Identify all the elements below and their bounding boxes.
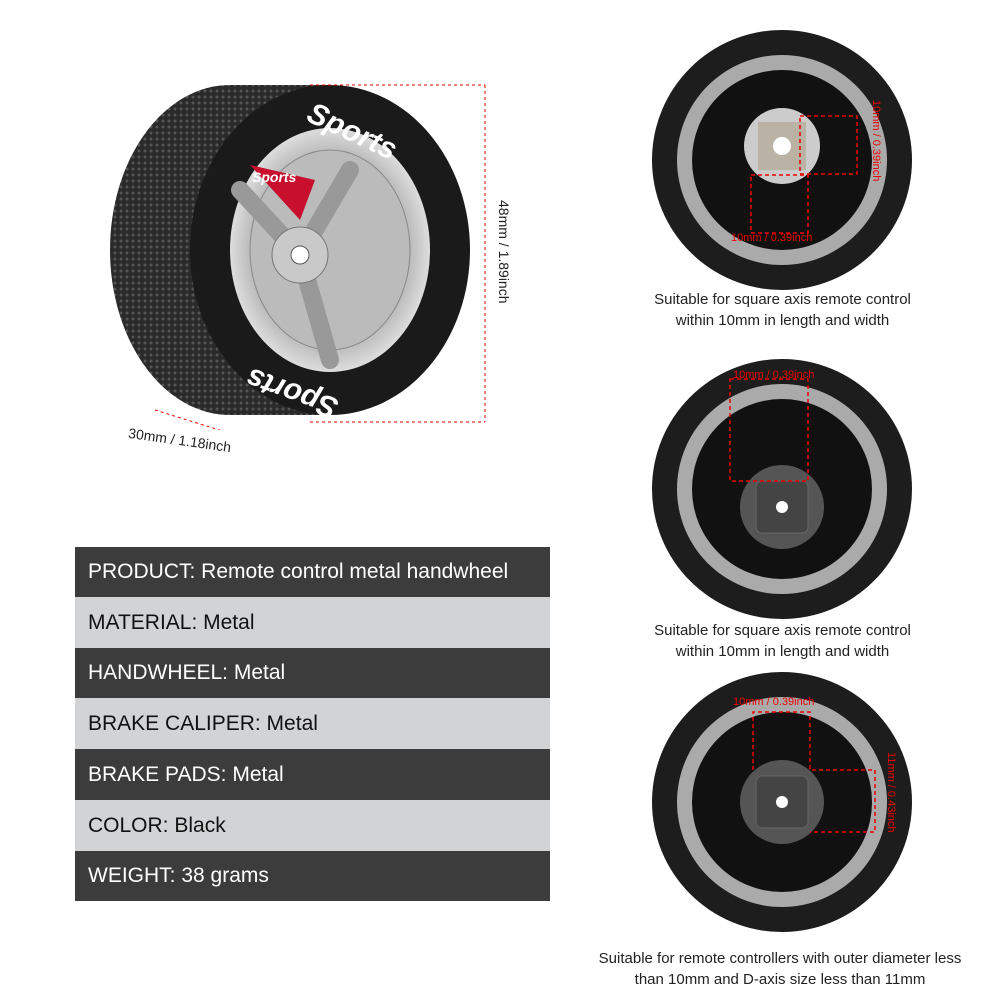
height-dimension-label: 48mm / 1.89inch: [496, 200, 512, 304]
spec-text: WEIGHT: 38 grams: [88, 864, 269, 887]
main-wheel-image: Sports Sports Sports: [110, 84, 486, 430]
spec-text: HANDWHEEL: Metal: [88, 661, 286, 684]
variant-1-wheel-image: [652, 30, 912, 290]
variant-3-wheel-image: [652, 672, 912, 932]
spec-text: PRODUCT: Remote control metal handwheel: [88, 560, 509, 583]
spec-row-product: PRODUCT: Remote control metal handwheel: [75, 547, 550, 597]
spec-text: BRAKE PADS: Metal: [88, 762, 284, 786]
spec-row-material: MATERIAL: Metal: [75, 597, 550, 648]
spec-row-handwheel: HANDWHEEL: Metal: [75, 648, 550, 698]
spec-row-brake-pads: BRAKE PADS: Metal: [75, 749, 550, 800]
variant-3-horizontal-dimension: 10mm / 0.39inch: [733, 696, 815, 708]
spec-row-color: COLOR: Black: [75, 800, 550, 851]
spec-text: COLOR: Black: [88, 813, 226, 837]
variant-1-vertical-dimension: 10mm / 0.39inch: [870, 100, 882, 182]
variant-3-vertical-dimension: 11mm / 0.43inch: [885, 752, 897, 833]
variant-1-horizontal-dimension: 10mm / 0.39inch: [731, 232, 813, 244]
variant-3-caption: Suitable for remote controllers with out…: [598, 950, 962, 988]
spec-row-brake-caliper: BRAKE CALIPER: Metal: [75, 698, 550, 749]
spec-text: BRAKE CALIPER: Metal: [88, 711, 318, 735]
caliper-text: Sports: [252, 169, 297, 185]
variant-2-horizontal-dimension: 10mm / 0.39inch: [733, 369, 815, 381]
spec-text: MATERIAL: Metal: [88, 610, 255, 634]
spec-row-weight: WEIGHT: 38 grams: [75, 851, 550, 901]
variant-2-wheel-image: [652, 359, 912, 619]
